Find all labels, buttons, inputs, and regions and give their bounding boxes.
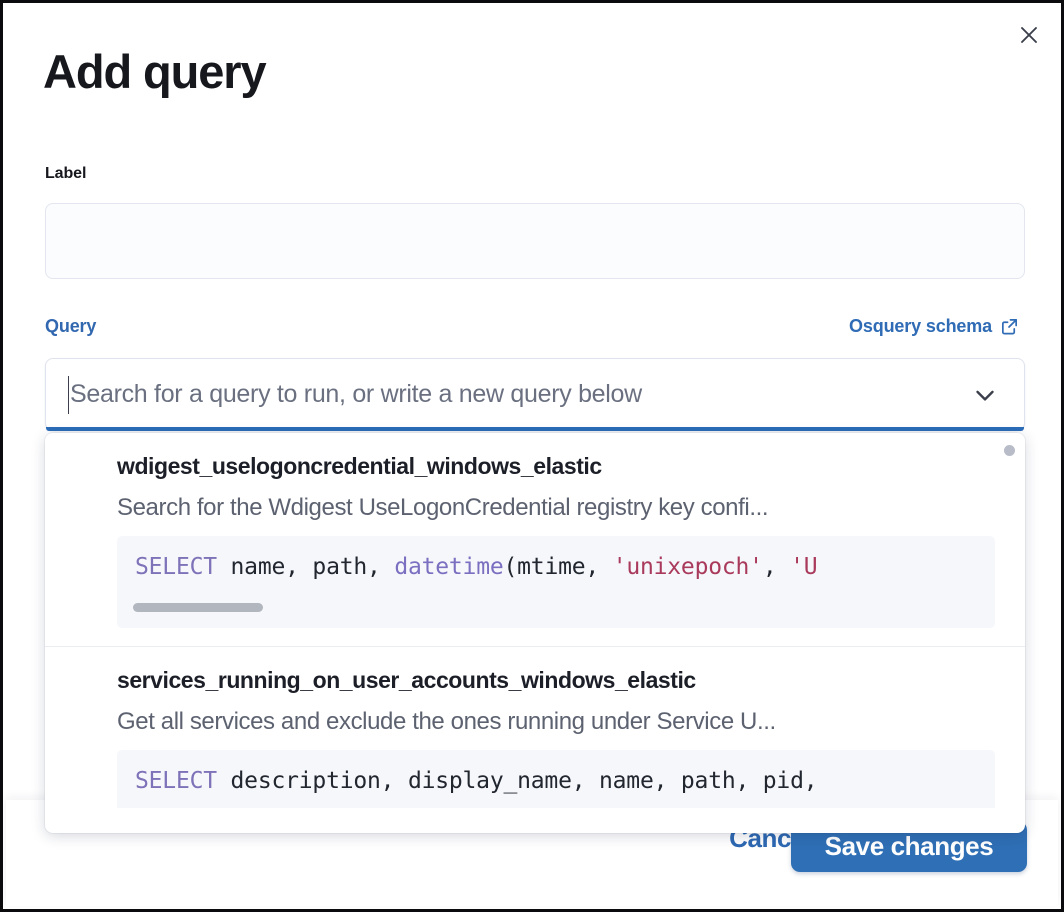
sql-token: , (762, 554, 791, 580)
sql-code-line: SELECT name, path, datetime(mtime, 'unix… (135, 554, 995, 580)
list-item-title: services_running_on_user_accounts_window… (117, 667, 696, 693)
label-input[interactable] (45, 203, 1025, 279)
sql-token: (mtime, (503, 554, 613, 580)
dropdown-scrollbar-thumb[interactable] (1004, 445, 1015, 456)
close-icon-button[interactable] (1009, 15, 1049, 55)
list-item[interactable]: services_running_on_user_accounts_window… (45, 646, 1025, 808)
sql-token: 'unixepoch' (612, 554, 763, 580)
list-item-code-block: SELECT name, path, datetime(mtime, 'unix… (117, 536, 995, 628)
osquery-schema-link-label: Osquery schema (849, 316, 992, 336)
sql-token: 'U (790, 554, 818, 580)
query-search-combobox[interactable]: Search for a query to run, or write a ne… (45, 358, 1025, 431)
query-section-label: Query (45, 316, 97, 336)
label-field-label: Label (45, 165, 87, 182)
list-item-description: Get all services and exclude the ones ru… (117, 708, 776, 735)
sql-token: SELECT (135, 554, 217, 580)
sql-token: name, path, (216, 554, 395, 580)
text-caret (68, 376, 69, 414)
sql-token: SELECT (135, 768, 217, 794)
sql-token: datetime (394, 554, 504, 580)
page-title: Add query (43, 45, 267, 98)
query-search-placeholder: Search for a query to run, or write a ne… (70, 380, 642, 408)
osquery-schema-link[interactable]: Osquery schema (849, 316, 1019, 337)
sql-code-line: SELECT description, display_name, name, … (135, 768, 995, 794)
list-item-code-block: SELECT description, display_name, name, … (117, 750, 995, 808)
code-horizontal-scrollbar[interactable] (133, 603, 263, 612)
close-icon (1017, 23, 1041, 47)
sql-token: description, display_name, name, path, p… (216, 768, 818, 794)
query-suggestions-dropdown: wdigest_uselogoncredential_windows_elast… (45, 433, 1025, 833)
list-item-title: wdigest_uselogoncredential_windows_elast… (117, 453, 602, 479)
external-link-icon (1000, 317, 1019, 336)
dropdown-option-list: wdigest_uselogoncredential_windows_elast… (45, 433, 1025, 808)
list-item[interactable]: wdigest_uselogoncredential_windows_elast… (45, 433, 1025, 628)
list-item-description: Search for the Wdigest UseLogonCredentia… (117, 494, 769, 521)
chevron-down-icon[interactable] (970, 359, 1000, 430)
